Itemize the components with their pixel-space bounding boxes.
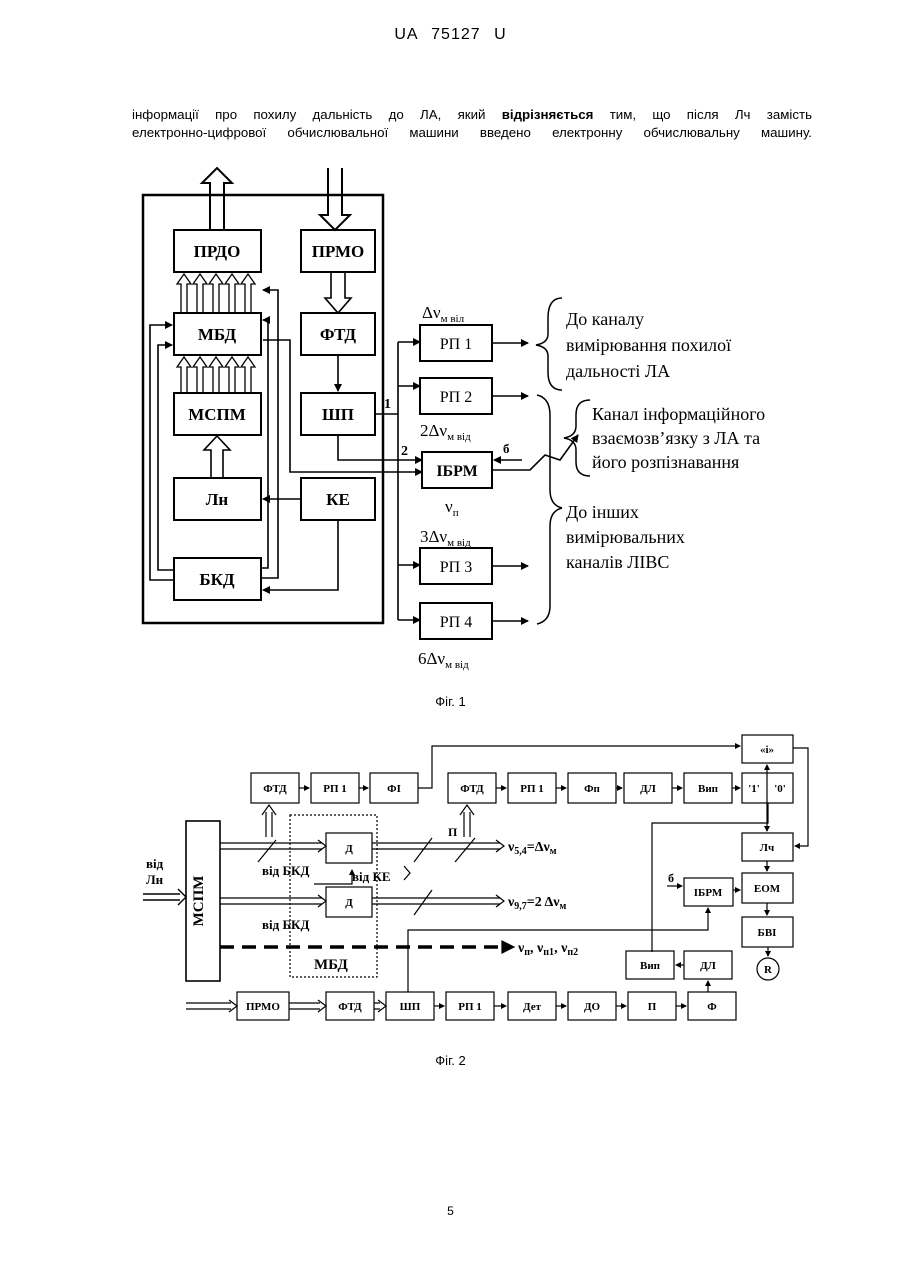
f2-label-vid-bkd-1: від БКД xyxy=(262,863,309,878)
f2-block-ibrm: ІБРМ xyxy=(694,887,723,899)
note-channel3-line3: каналів ЛІВС xyxy=(566,552,669,572)
f2-label-vid: від xyxy=(146,856,164,871)
note-channel2-line2: взаємозв’язку з ЛА та xyxy=(592,428,760,448)
figure-1-diagram: ПРДО ПРМО МБД ФТД МСПМ ШП Лн КЕ БКД РП 1… xyxy=(0,0,901,700)
block-mbd: МБД xyxy=(198,325,237,344)
block-bkd: БКД xyxy=(199,570,235,589)
f2-output-2-sub: 9,7 xyxy=(514,901,527,912)
block-rp2: РП 2 xyxy=(440,389,472,406)
freq-6-sub: м від xyxy=(445,659,469,671)
f2-label-mbd: МБД xyxy=(314,957,349,973)
freq-label-2: 2Δνм від xyxy=(420,421,471,443)
f2-block-det: Дет xyxy=(523,1001,542,1013)
f2-block-vip-b: Вип xyxy=(640,960,661,972)
block-prmo: ПРМО xyxy=(312,242,365,261)
f2-label-p: П xyxy=(448,825,458,839)
note-channel3-line1: До інших xyxy=(566,502,639,522)
f2-block-bvi: БВІ xyxy=(758,927,777,939)
f2-block-rp1-b: РП 1 xyxy=(520,783,544,795)
note-channel3-line2: вимірювальних xyxy=(566,527,685,547)
f2-block-prmo: ПРМО xyxy=(246,1001,280,1013)
freq-3-main: 3Δν xyxy=(420,527,447,546)
f2-block-key1: '1' xyxy=(748,783,760,795)
f2-block-rp1-c: РП 1 xyxy=(458,1001,482,1013)
f2-block-lch: Лч xyxy=(760,842,774,854)
f2-block-eom: ЕОМ xyxy=(754,883,781,895)
f2-block-mspm: МСПМ xyxy=(191,876,207,927)
line-label-b: б xyxy=(503,441,510,456)
freq-n-sub: п xyxy=(453,507,459,519)
note-channel2-line3: його розпізнавання xyxy=(592,452,739,472)
line-label-2: 2 xyxy=(401,444,408,459)
freq-2-sub: м від xyxy=(447,431,471,443)
f2-block-d2: Д xyxy=(345,897,353,909)
f2-block-dl-b: ДЛ xyxy=(700,960,717,972)
figure-2-caption: Фіг. 2 xyxy=(0,1053,901,1068)
f2-block-do: ДО xyxy=(584,1001,601,1013)
note-channel1-line2: вимірювання похилої xyxy=(566,335,731,355)
f2-output-3-sub: п xyxy=(524,947,530,958)
block-shp: ШП xyxy=(322,405,354,424)
block-ke: КЕ xyxy=(326,490,350,509)
freq-6-main: 6Δν xyxy=(418,649,445,668)
f2-output-2: ν9,7=2 Δνм xyxy=(507,895,567,912)
f2-output-3-b-sub: п1 xyxy=(543,947,554,958)
f2-output-1-main: ν xyxy=(507,840,515,855)
page-number: 5 xyxy=(0,1204,901,1218)
f2-output-3-c-sub: п2 xyxy=(567,947,578,958)
line-label-1: 1 xyxy=(384,397,391,412)
f2-output-3-c: , ν xyxy=(554,941,568,956)
note-channel1-line1: До каналу xyxy=(566,309,644,329)
freq-label-n: νп xyxy=(445,497,459,519)
block-ln: Лн xyxy=(206,490,229,509)
freq-1-sub: м віл xyxy=(441,313,465,325)
block-prdo: ПРДО xyxy=(194,242,241,261)
f2-output-2-tail-sub: м xyxy=(560,901,567,912)
figure-1-caption: Фіг. 1 xyxy=(0,694,901,709)
f2-label-vid-ke: від КЕ xyxy=(352,869,391,884)
f2-block-i: «і» xyxy=(760,744,774,756)
f2-block-f: Ф xyxy=(707,1001,717,1013)
f2-label-b: б xyxy=(668,871,674,885)
block-rp1: РП 1 xyxy=(440,336,472,353)
f2-block-fi: ФІ xyxy=(387,783,401,795)
f2-block-ftd-b: ФТД xyxy=(460,783,484,795)
block-ftd: ФТД xyxy=(320,325,356,344)
freq-2-main: 2Δν xyxy=(420,421,447,440)
f2-output-1-tail: =Δν xyxy=(527,840,551,855)
f2-output-1-sub: 5,4 xyxy=(514,846,527,857)
block-rp4: РП 4 xyxy=(440,614,472,631)
f2-block-key0: '0' xyxy=(774,783,786,795)
f2-output-3: νп, νп1, νп2 xyxy=(517,941,578,958)
f2-block-vip-a: Вип xyxy=(698,783,719,795)
freq-label-3: 3Δνм від xyxy=(420,527,471,549)
block-mspm: МСПМ xyxy=(188,405,246,424)
f2-output-3-b: , ν xyxy=(530,941,544,956)
f2-block-ftd-c: ФТД xyxy=(338,1001,362,1013)
f2-block-r: R xyxy=(764,964,773,976)
f2-block-d1: Д xyxy=(345,843,353,855)
f2-block-dl-a: ДЛ xyxy=(640,783,657,795)
f2-output-1: ν5,4=Δνм xyxy=(507,840,557,857)
f2-output-2-main: ν xyxy=(507,895,515,910)
f2-block-fp: Фп xyxy=(584,783,600,795)
block-rp3: РП 3 xyxy=(440,559,472,576)
freq-label-6: 6Δνм від xyxy=(418,649,469,671)
block-ibrm: ІБРМ xyxy=(436,463,477,480)
f2-block-ftd-a: ФТД xyxy=(263,783,287,795)
note-channel1-line3: дальності ЛА xyxy=(566,361,670,381)
freq-label-1: Δνм віл xyxy=(422,303,465,325)
f2-label-ln: Лн xyxy=(146,872,164,887)
f2-output-2-tail: =2 Δν xyxy=(527,895,560,910)
f2-block-p: П xyxy=(648,1001,657,1013)
freq-3-sub: м від xyxy=(447,537,471,549)
freq-1-main: Δν xyxy=(422,303,441,322)
f2-label-vid-bkd-2: від БКД xyxy=(262,917,309,932)
f2-block-rp1-a: РП 1 xyxy=(323,783,347,795)
f2-output-3-main: ν xyxy=(517,941,525,956)
f2-block-shp: ШП xyxy=(400,1001,421,1013)
note-channel2-line1: Канал інформаційного xyxy=(592,404,765,424)
f2-output-1-tail-sub: м xyxy=(550,846,557,857)
